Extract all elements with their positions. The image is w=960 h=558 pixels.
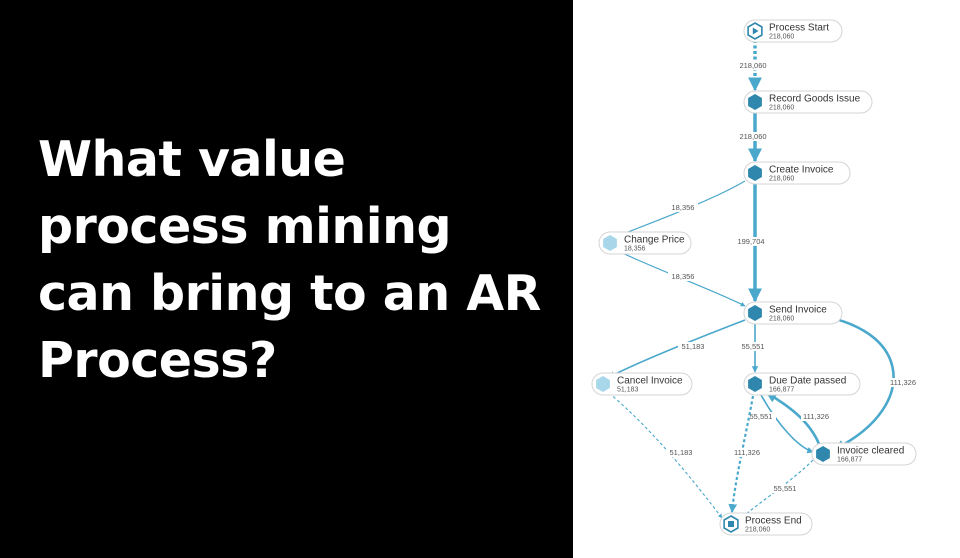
node-label: Process End	[745, 516, 802, 527]
node-label: Cancel Invoice	[617, 376, 683, 387]
edge-send-to-cancel	[608, 319, 746, 378]
process-map: 218,060 218,060 18,356 199,704 18,356 51,183 5…	[591, 19, 918, 536]
node-label: Invoice cleared	[837, 446, 904, 457]
node-label: Due Date passed	[769, 376, 846, 387]
node-pill[interactable]	[743, 372, 861, 396]
hexagon-icon	[603, 235, 617, 251]
node-pill[interactable]	[743, 161, 851, 185]
node-pill[interactable]	[743, 301, 843, 325]
edge-label-send-to-due: 55,551	[742, 342, 765, 351]
node-label: Record Goods Issue	[769, 94, 861, 105]
hexagon-icon	[748, 305, 762, 321]
node-count: 218,060	[769, 176, 794, 183]
edge-label-cancel-to-end: 51,183	[670, 448, 693, 457]
edge-label-change-to-send: 18,356	[672, 272, 695, 281]
stop-square-icon	[728, 521, 734, 527]
node-pill[interactable]	[811, 442, 917, 466]
node-count: 218,060	[745, 527, 770, 534]
edge-label-record-to-create: 218,060	[739, 132, 766, 141]
play-triangle-icon	[752, 27, 759, 35]
hexagon-icon	[748, 94, 762, 110]
edge-label-send-to-cancel: 51,183	[682, 342, 705, 351]
hexagon-icon	[748, 376, 762, 392]
edge-label-background	[732, 448, 762, 457]
edge-label-background	[668, 272, 698, 281]
edge-label-cleared-to-due: 111,326	[803, 412, 829, 421]
node-label: Send Invoice	[769, 305, 827, 316]
edge-label-background	[801, 412, 831, 421]
hexagon-icon	[748, 165, 762, 181]
edge-label-create-to-change: 18,356	[672, 203, 695, 212]
headline-panel: What value process mining can bring to a…	[0, 0, 573, 558]
node-count: 51,183	[617, 387, 639, 394]
edge-cleared-to-due	[766, 391, 821, 445]
node-label: Create Invoice	[769, 165, 834, 176]
node-count: 218,060	[769, 316, 794, 323]
node-count: 218,060	[769, 34, 794, 41]
node-pill[interactable]	[719, 512, 813, 536]
node-pill[interactable]	[743, 19, 843, 43]
node-label: Change Price	[624, 235, 685, 246]
node-pill[interactable]	[591, 372, 693, 396]
process-map-panel: 218,060 218,060 18,356 199,704 18,356 51,183 5…	[573, 0, 960, 558]
node-label: Process Start	[769, 23, 829, 34]
node-pill[interactable]	[598, 231, 692, 255]
edge-label-due-to-cleared: 55,551	[750, 412, 773, 421]
node-count: 218,060	[769, 105, 794, 112]
edge-label-cleared-to-end: 55,551	[774, 484, 797, 493]
edge-label-background	[738, 61, 768, 70]
edge-label-background	[746, 412, 776, 421]
edge-cancel-to-end	[608, 392, 723, 519]
node-pill[interactable]	[743, 90, 873, 114]
edge-label-background	[666, 448, 696, 457]
edge-label-background	[888, 378, 918, 387]
node-count: 18,356	[624, 246, 646, 253]
edge-label-start-to-record: 218,060	[739, 61, 766, 70]
edge-label-background	[668, 203, 698, 212]
edge-label-due-to-end: 111,326	[734, 448, 760, 457]
edge-due-to-cleared	[760, 394, 814, 454]
edge-label-background	[736, 237, 766, 246]
edge-label-background	[678, 342, 708, 351]
edge-label-create-to-send: 199,704	[737, 237, 764, 246]
hexagon-icon	[596, 376, 610, 392]
hexagon-icon	[816, 446, 830, 462]
edge-label-background	[770, 484, 800, 493]
edge-label-background	[738, 342, 768, 351]
node-count: 166,877	[769, 387, 794, 394]
node-count: 166,877	[837, 457, 862, 464]
headline: What value process mining can bring to a…	[38, 131, 541, 389]
edge-label-send-to-cleared: 111,326	[890, 378, 916, 387]
edge-due-to-end	[728, 395, 755, 513]
edge-label-background	[738, 132, 768, 141]
